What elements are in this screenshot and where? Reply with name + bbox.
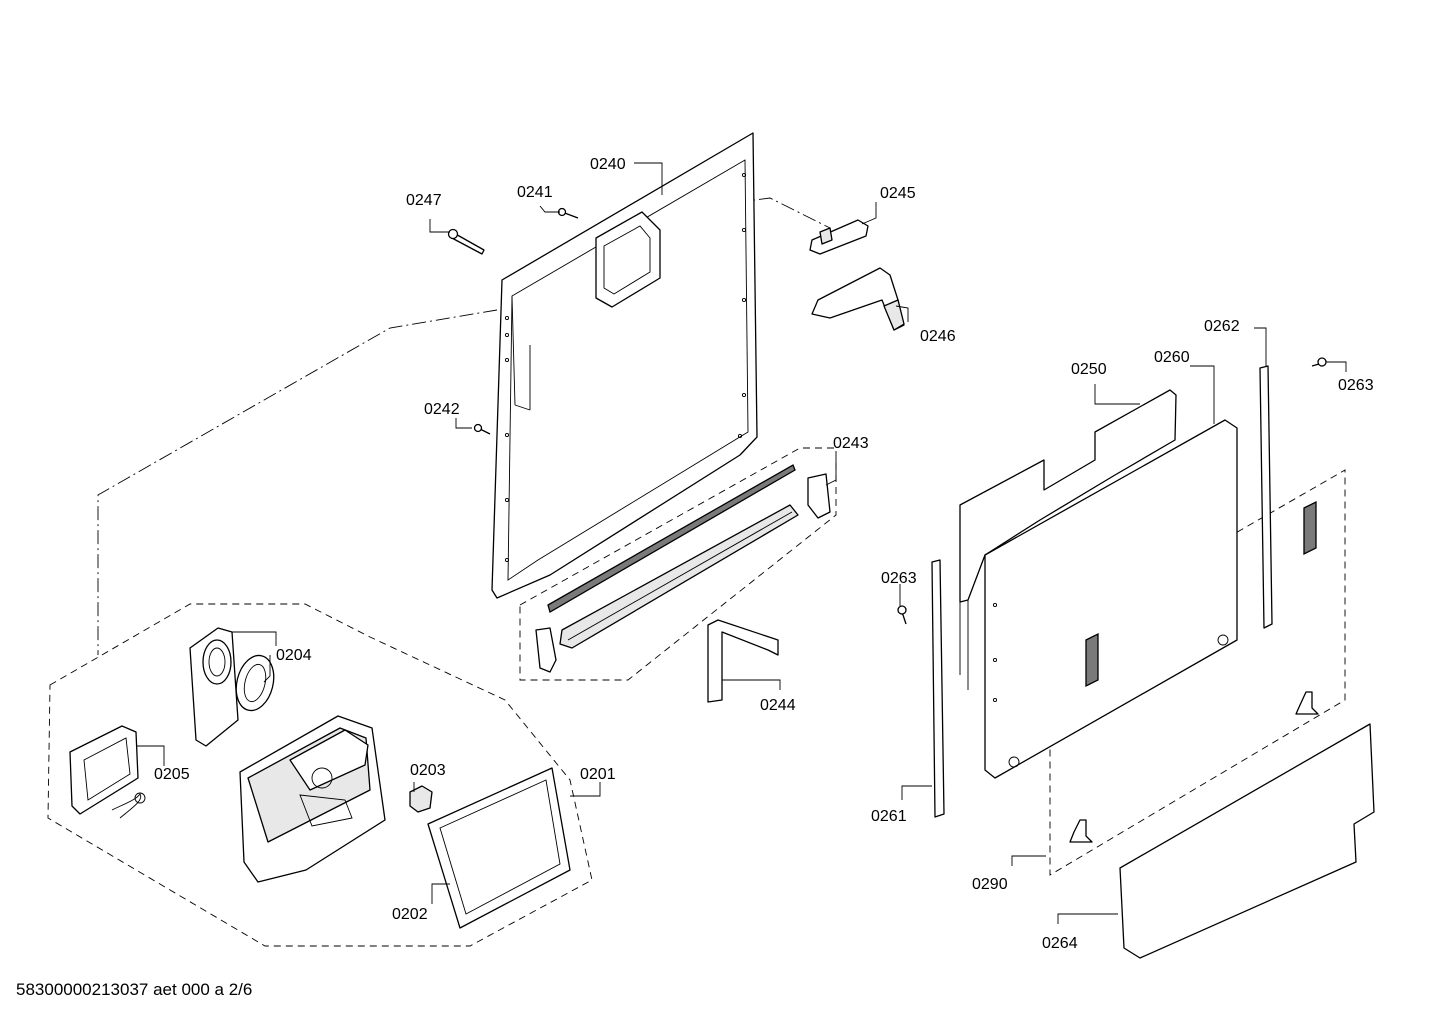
screw-0263-right	[1311, 357, 1327, 367]
kick-plate-part-0264	[1119, 723, 1375, 959]
insulation-panel-part-0250	[959, 389, 1177, 690]
assembly-line-door-to-panel	[97, 309, 498, 655]
part-label-0243: 0243	[833, 435, 869, 452]
latch-part-0245	[809, 219, 869, 255]
side-strip-part-0262	[1259, 365, 1273, 629]
bracket-part-0244	[707, 619, 779, 703]
screw-0242	[473, 423, 491, 435]
part-label-0244: 0244	[760, 697, 796, 714]
part-label-0262: 0262	[1204, 318, 1240, 335]
part-label-0261: 0261	[871, 808, 907, 825]
part-label-0242: 0242	[424, 401, 460, 418]
part-label-0204: 0204	[276, 647, 312, 664]
clips-part-0290	[1069, 500, 1319, 843]
door-frame-part	[491, 132, 758, 599]
screw-0263-left	[897, 605, 907, 625]
part-label-0290: 0290	[972, 876, 1008, 893]
part-label-0240: 0240	[590, 156, 626, 173]
part-label-0260: 0260	[1154, 349, 1190, 366]
seal-ring-part-0204	[235, 654, 275, 712]
part-label-0250: 0250	[1071, 361, 1107, 378]
housing-part-0204	[189, 627, 239, 747]
part-label-0263-right: 0263	[1338, 377, 1374, 394]
part-label-0245: 0245	[880, 185, 916, 202]
hinge-strip-group-outline	[519, 447, 837, 681]
rear-panel-group-outline	[1049, 469, 1346, 876]
hook-part-0246	[811, 267, 905, 331]
screw-0241	[557, 207, 579, 219]
document-id: 58300000213037 aet 000 a 2/6	[16, 980, 253, 999]
part-label-0205: 0205	[154, 766, 190, 783]
leader-lines	[136, 162, 1347, 924]
clip-part-0203	[409, 785, 433, 813]
part-label-0201: 0201	[580, 766, 616, 783]
part-label-0247: 0247	[406, 192, 442, 209]
control-panel-group-outline	[47, 603, 593, 947]
module-part-0205	[69, 725, 146, 819]
part-label-0246: 0246	[920, 328, 956, 345]
seal-frame-part-0202	[427, 767, 571, 929]
control-module-part-0201	[239, 715, 386, 883]
part-label-0202: 0202	[392, 906, 428, 923]
part-label-0203: 0203	[410, 762, 446, 779]
part-label-0241: 0241	[517, 184, 553, 201]
back-panel-part-0260	[984, 419, 1238, 779]
side-strip-part-0261	[931, 559, 945, 818]
part-label-0264: 0264	[1042, 935, 1078, 952]
hinge-strip-part-0243	[535, 464, 831, 673]
screw-0247	[447, 228, 485, 255]
part-label-0263-left: 0263	[881, 570, 917, 587]
